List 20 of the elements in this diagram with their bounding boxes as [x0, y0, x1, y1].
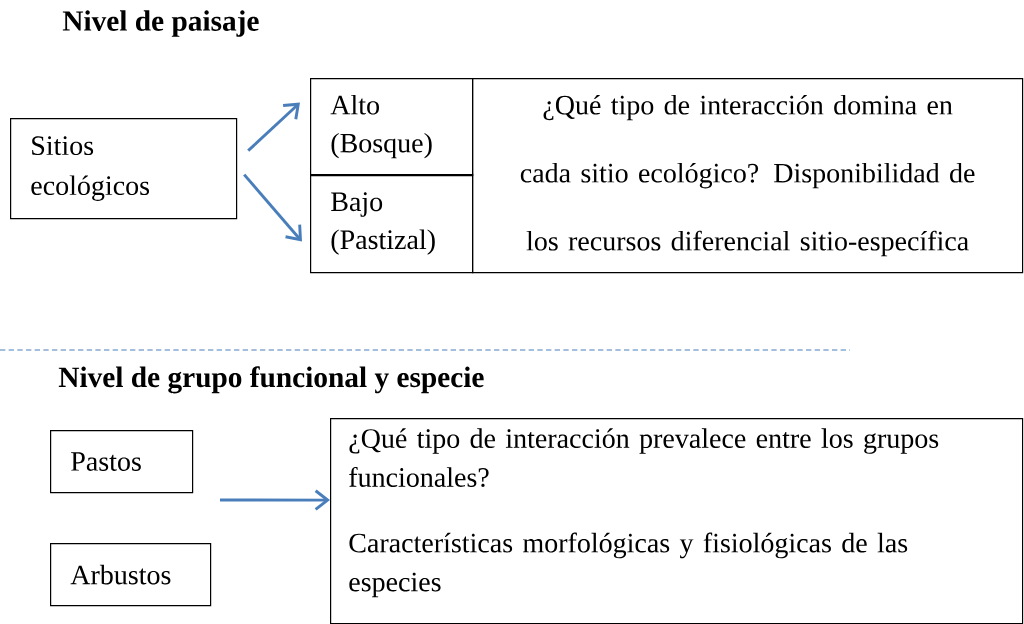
section-heading: Nivel de grupo funcional y especie — [58, 366, 484, 394]
arrow — [247, 102, 300, 152]
question-box — [472, 78, 1024, 274]
node-label: ¿Qué tipo de interacción domina en cada sitio ecológico? Disponibilidad de los recursos diferencial sitio-específica — [520, 94, 975, 257]
node-label: Bajo (Pastizal) — [331, 192, 435, 255]
node-label: Arbustos — [70, 564, 171, 585]
node-label: Características morfológicas y fisiológicas de las especies — [349, 532, 908, 598]
arrow — [243, 173, 302, 242]
section-heading: Nivel de paisaje — [62, 10, 259, 37]
text-box — [50, 543, 212, 607]
node-label: Sitios ecológicos — [31, 136, 150, 201]
node-label: Pastos — [71, 452, 141, 471]
text-box — [10, 118, 238, 220]
text-box — [310, 78, 474, 176]
text-box — [310, 174, 474, 274]
node-label: ¿Qué tipo de interacción prevalece entre los grupos funcionales? — [349, 428, 939, 488]
text-box — [50, 430, 194, 494]
arrow — [220, 489, 330, 511]
question-box — [330, 418, 1024, 624]
node-label: Alto (Bosque) — [330, 94, 432, 159]
